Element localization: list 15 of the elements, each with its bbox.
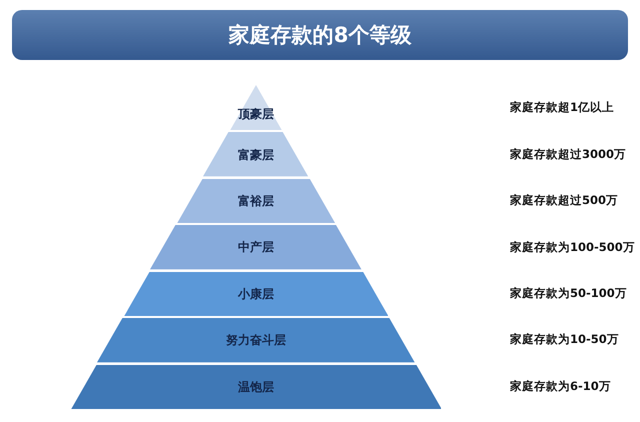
layer-label: 中产层 bbox=[236, 239, 275, 256]
layer-label: 顶豪层 bbox=[236, 106, 275, 123]
layer-label: 温饱层 bbox=[236, 378, 275, 396]
layer-label: 富裕层 bbox=[236, 193, 275, 210]
deposit-range-text: 家庭存款超过3000万 bbox=[510, 146, 626, 162]
deposit-range-text: 家庭存款为50-100万 bbox=[510, 286, 627, 301]
title-banner: 家庭存款的8个等级 bbox=[12, 10, 628, 60]
deposit-range-text: 家庭存款为6-10万 bbox=[510, 378, 611, 394]
deposit-range-text: 家庭存款超1亿以上 bbox=[510, 100, 614, 116]
layer-label: 富豪层 bbox=[236, 146, 275, 164]
deposit-range-text: 家庭存款超过500万 bbox=[510, 193, 618, 208]
layer-label: 努力奋斗层 bbox=[224, 332, 287, 350]
layer-label: 小康层 bbox=[236, 286, 275, 303]
deposit-range-text: 家庭存款为100-500万 bbox=[510, 240, 635, 254]
deposit-range-text: 家庭存款为10-50万 bbox=[510, 332, 619, 348]
